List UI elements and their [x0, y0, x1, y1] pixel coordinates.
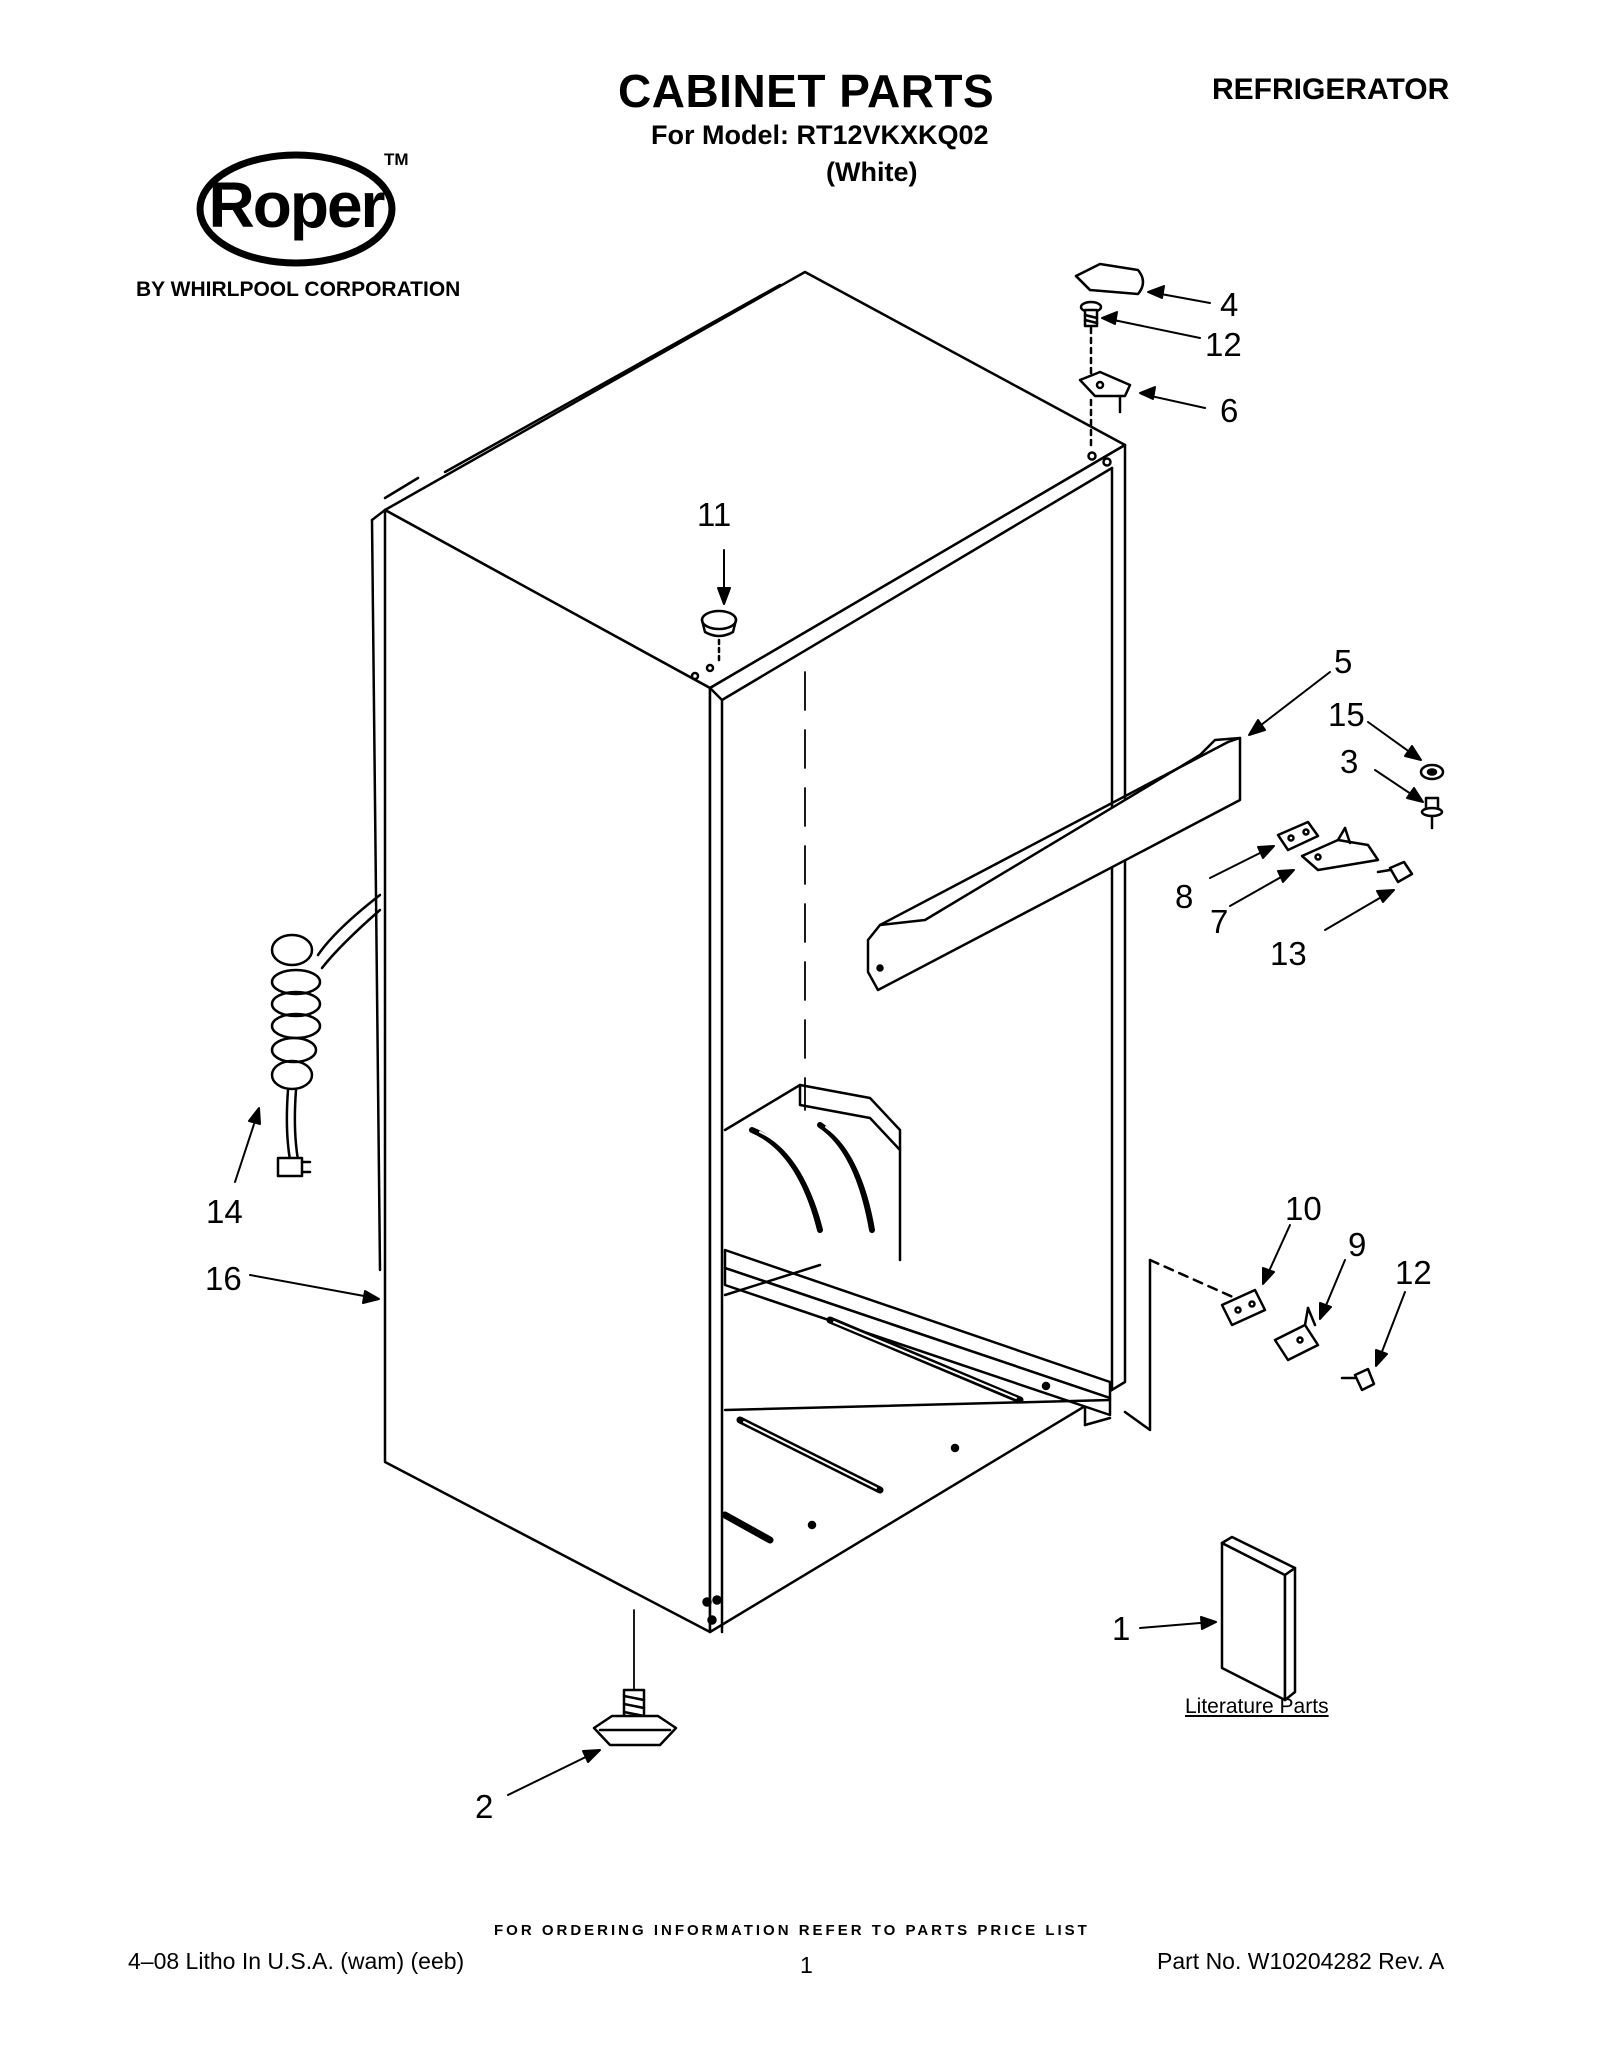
pin-part-3: [1420, 796, 1444, 830]
washer-part-15: [1419, 763, 1445, 781]
leveling-leg-part-2: [592, 1609, 678, 1747]
hinge-screw-part-12-top: [1079, 300, 1103, 377]
power-cord-part-14: [270, 893, 382, 1178]
ordering-note: FOR ORDERING INFORMATION REFER TO PARTS …: [494, 1922, 1090, 1939]
callout-12-top: 12: [1205, 326, 1242, 363]
brand-byline: BY WHIRLPOOL CORPORATION: [136, 278, 461, 301]
callout-10: 10: [1285, 1190, 1322, 1227]
bottom-hinge-group: [1123, 1258, 1237, 1432]
top-hinge-part-6: [1078, 370, 1132, 450]
cabinet-body: [370, 270, 1127, 1634]
rail-part-5: [866, 736, 1242, 992]
callout-3: 3: [1340, 743, 1359, 780]
spacer-part-8: [1276, 820, 1320, 852]
roper-logo: Roper: [196, 150, 396, 268]
callout-6: 6: [1220, 392, 1239, 429]
appliance-type: REFRIGERATOR: [1212, 73, 1450, 106]
center-hinge-part-7: [1300, 826, 1380, 872]
hinge-cover-part-4: [1074, 262, 1145, 296]
litho-line: 4–08 Litho In U.S.A. (wam) (eeb): [128, 1948, 465, 1974]
callout-14: 14: [206, 1193, 243, 1230]
callout-1: 1: [1112, 1610, 1131, 1647]
color-line: (White): [826, 157, 918, 187]
callout-12-bottom: 12: [1395, 1254, 1432, 1291]
plug-button-part-11: [700, 609, 738, 662]
callout-13: 13: [1270, 935, 1307, 972]
callout-16: 16: [205, 1260, 242, 1297]
callout-8: 8: [1175, 878, 1194, 915]
trademark-mark: TM: [384, 150, 409, 169]
callout-2: 2: [475, 1788, 494, 1825]
callout-7: 7: [1210, 903, 1229, 940]
page-title: CABINET PARTS: [618, 65, 995, 117]
page-number: 1: [800, 1952, 813, 1978]
roper-logo-text: Roper: [208, 169, 386, 241]
roper-logo-oval: [196, 151, 396, 267]
model-line: For Model: RT12VKXKQ02: [651, 120, 989, 150]
leader-arrows: [234, 285, 1424, 1796]
hinge-screw-part-13: [1376, 860, 1414, 884]
bottom-hinge-part-9: [1273, 1306, 1320, 1362]
callout-11: 11: [697, 496, 732, 533]
literature-parts-label: Literature Parts: [1185, 1695, 1329, 1718]
literature-booklet-part-1: [1220, 1535, 1297, 1702]
callout-5: 5: [1334, 643, 1353, 680]
spacer-part-10: [1220, 1288, 1267, 1327]
part-number: Part No. W10204282 Rev. A: [1157, 1948, 1445, 1974]
callout-4: 4: [1220, 286, 1239, 323]
callout-9: 9: [1348, 1226, 1367, 1263]
hinge-screw-part-12-bottom: [1340, 1367, 1376, 1392]
callout-15: 15: [1328, 696, 1365, 733]
